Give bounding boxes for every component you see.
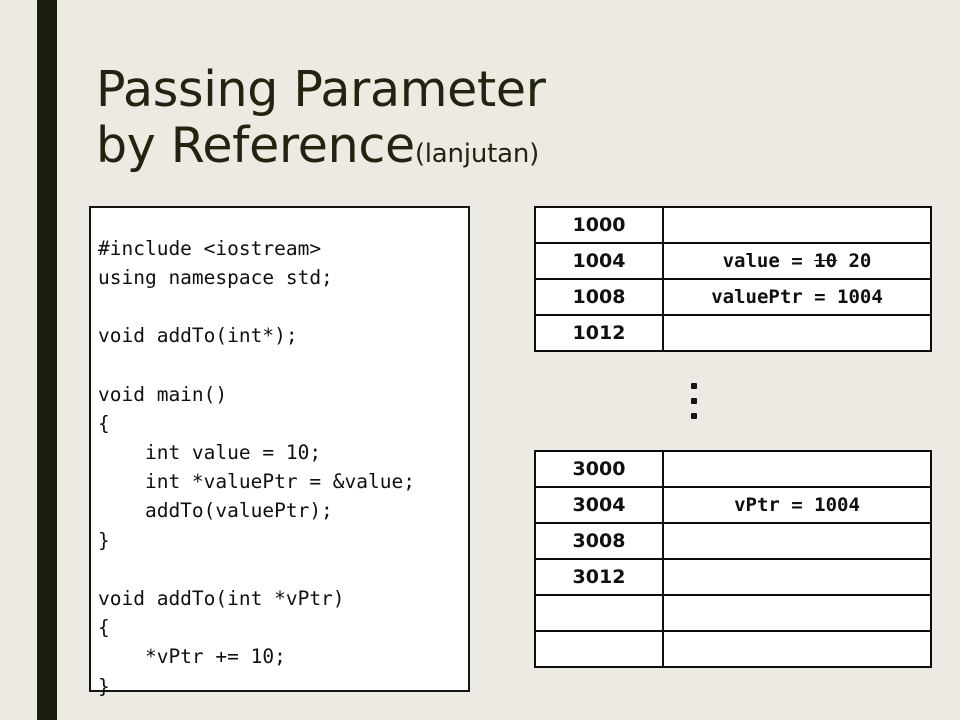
memory-address-cell: 3008 [534, 522, 664, 560]
memory-value-cell [662, 314, 932, 352]
table-row: 1004 value = 10 20 [534, 242, 932, 280]
table-row: 1008 valuePtr = 1004 [534, 278, 932, 316]
table-row: 1000 [534, 206, 932, 244]
page-title: Passing Parameter by Reference(lanjutan) [96, 62, 556, 174]
memory-table-heap: 3000 3004 vPtr = 1004 3008 3012 [534, 450, 932, 668]
memory-address-cell: 1012 [534, 314, 664, 352]
memory-table-stack: 1000 1004 value = 10 20 1008 valuePtr = … [534, 206, 932, 352]
memory-address-cell: 3004 [534, 486, 664, 524]
memory-value-cell-updated: value = 10 20 [662, 242, 932, 280]
table-row: 3012 [534, 558, 932, 596]
memory-value-cell: vPtr = 1004 [662, 486, 932, 524]
table-row: 3000 [534, 450, 932, 488]
code-block: #include <iostream> using namespace std;… [89, 206, 470, 698]
table-row [534, 594, 932, 632]
memory-address-cell: 3000 [534, 450, 664, 488]
table-row [534, 630, 932, 668]
table-row: 3008 [534, 522, 932, 560]
memory-value-new: 20 [848, 250, 872, 272]
memory-address-cell [534, 630, 664, 668]
memory-value-cell [662, 450, 932, 488]
memory-address-cell: 1004 [534, 242, 664, 280]
memory-value-cell [662, 206, 932, 244]
memory-value-cell [662, 522, 932, 560]
memory-address-cell [534, 594, 664, 632]
memory-value-label: value = [722, 250, 803, 272]
memory-address-cell: 1008 [534, 278, 664, 316]
memory-value-cell [662, 594, 932, 632]
page-title-main: Passing Parameter by Reference [96, 61, 546, 174]
memory-value-cell: valuePtr = 1004 [662, 278, 932, 316]
memory-value-old: 10 [814, 250, 838, 272]
memory-address-cell: 1000 [534, 206, 664, 244]
memory-value-cell [662, 558, 932, 596]
vertical-ellipsis-icon [691, 383, 701, 419]
page-title-subtitle: (lanjutan) [414, 139, 540, 169]
code-text: #include <iostream> using namespace std;… [98, 236, 415, 698]
left-accent-stripe [37, 0, 57, 720]
memory-address-cell: 3012 [534, 558, 664, 596]
memory-value-cell [662, 630, 932, 668]
table-row: 3004 vPtr = 1004 [534, 486, 932, 524]
table-row: 1012 [534, 314, 932, 352]
